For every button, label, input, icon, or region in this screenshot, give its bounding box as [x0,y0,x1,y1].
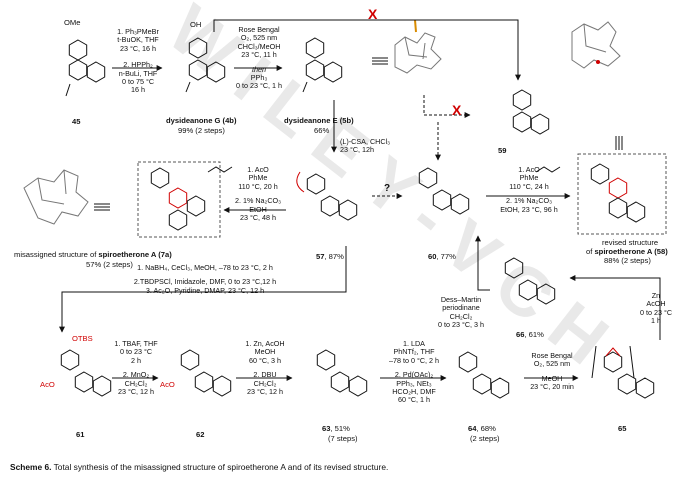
cross-mark-middle: X [452,102,462,118]
arrow-crystal-to-59 [423,95,471,118]
structure-45 [65,39,106,97]
aco-group-62: AcO [160,380,175,389]
label-66: 66, 61% [516,330,544,339]
label-65: 65 [618,424,627,433]
dashed-box-58 [577,153,667,235]
label-60: 60, 77% [428,252,456,261]
label-59: 59 [498,146,507,155]
scheme-caption: Scheme 6. Total synthesis of the misassi… [10,462,389,472]
question-mark: ? [384,183,391,194]
structure-58 [590,163,646,223]
cross-mark-top: X [368,6,378,22]
aco-group-61: AcO [40,380,55,389]
structure-63 [316,349,368,397]
structure-66 [504,257,556,305]
crystal-structure-5b [394,19,442,74]
equiv-bars-58 [615,136,623,150]
structure-61 [60,349,112,397]
label-62: 62 [196,430,205,439]
label-58: of spiroetherone A (58) [586,247,668,256]
yield-58: 88% (2 steps) [604,256,651,265]
steps-63: (7 steps) [328,434,358,443]
label-64: 64, 68% [468,424,496,433]
label-63: 63, 51% [322,424,350,433]
crystal-structure-7a [23,169,89,225]
label-4b: dysideanone G (4b) [166,116,237,125]
structure-57 [296,171,358,221]
yield-5b: 66% [314,126,330,135]
label-58-line1: revised structure [602,238,659,247]
label-5b: dysideanone E (5b) [284,116,354,125]
substituent-45: OMe [64,18,81,27]
steps-64: (2 steps) [470,434,500,443]
equiv-bars-5b [372,57,388,65]
structure-5b [302,37,343,93]
label-45: 45 [72,117,81,126]
label-7a: misassigned structure of spiroetherone A… [14,250,172,259]
arrow-57-to-61 [59,246,347,333]
structure-60 [418,167,470,215]
arrow-65-to-66 [569,275,661,340]
conditions-r6: 1. NaBH₄, CeCl₃, MeOH, –78 to 23 °C, 2 h… [133,263,277,295]
structure-64 [458,351,510,399]
structure-7a [150,167,206,231]
otbs-group: OTBS [72,334,93,343]
label-57: 57, 87% [316,252,344,261]
structure-4b [185,37,226,93]
equiv-bars-7a [94,203,110,211]
substituent-4b: OH [190,20,202,29]
crystal-structure-59 [571,21,621,69]
yield-7a: 57% (2 steps) [86,260,133,269]
structure-62 [180,349,232,397]
dashed-box-7a [137,161,221,238]
arrow-66-to-60 [475,235,490,291]
arrow-4b-to-59 [213,19,521,81]
label-61: 61 [76,430,85,439]
structure-65 [591,345,655,399]
structure-59 [512,89,550,135]
yield-4b: 99% (2 steps) [178,126,225,135]
